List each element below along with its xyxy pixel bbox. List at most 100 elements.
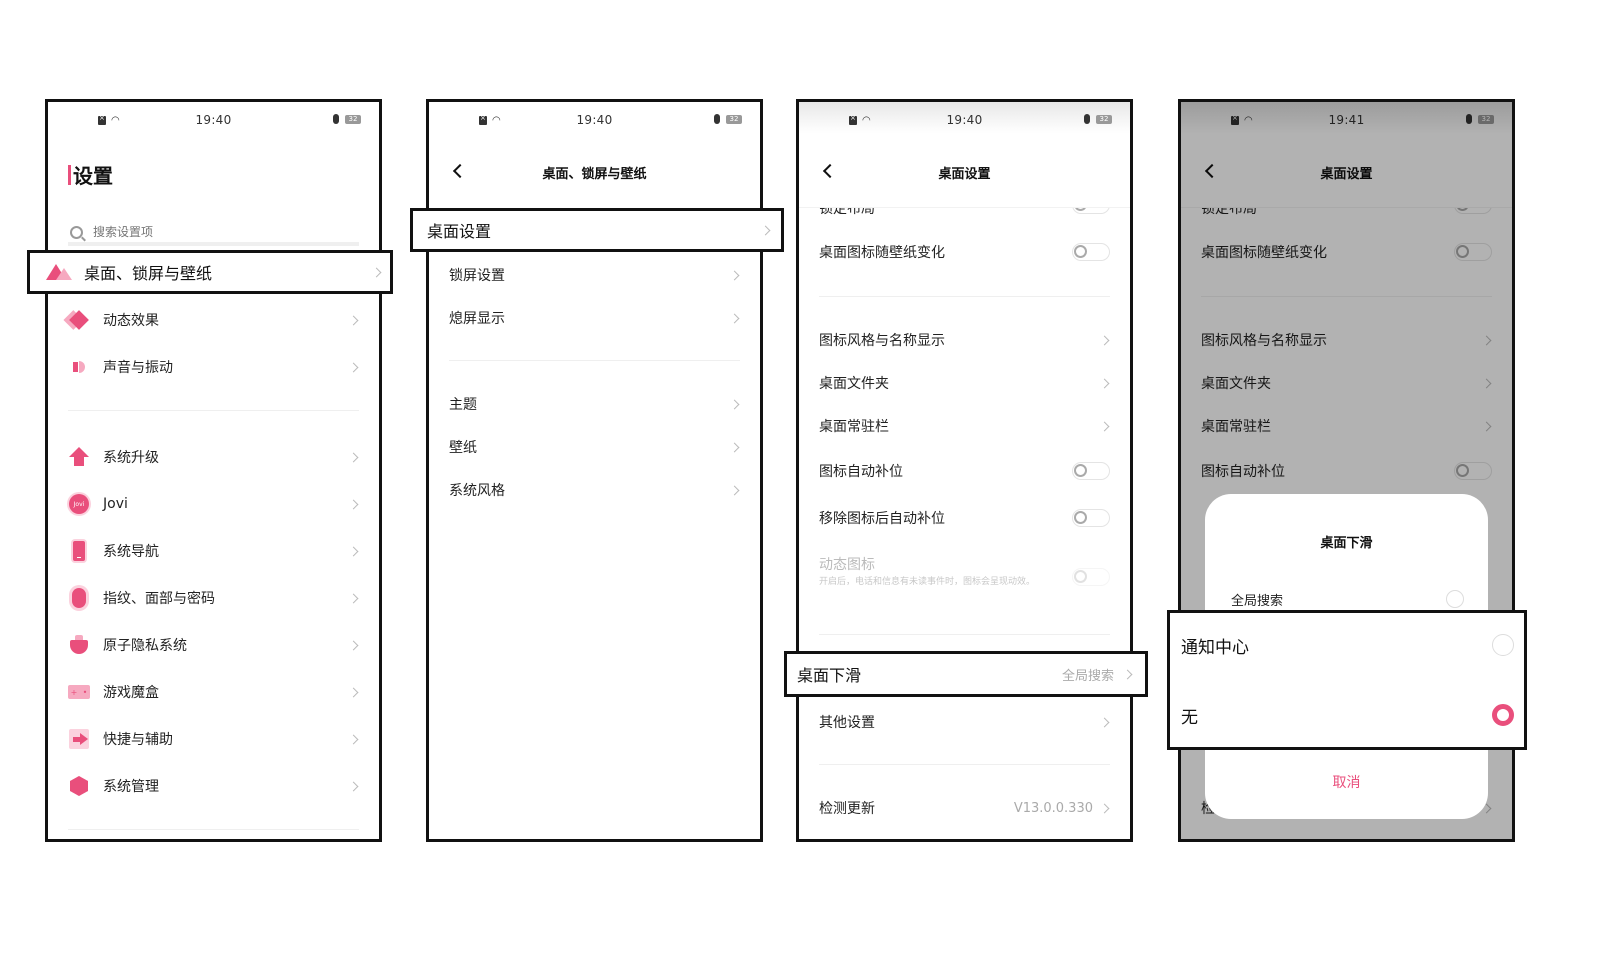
menu-item-game-box[interactable]: 游戏魔盒 <box>68 672 361 712</box>
back-arrow-icon[interactable] <box>452 163 468 179</box>
chevron-right-icon <box>1122 669 1133 679</box>
menu-item-label: 系统导航 <box>103 544 159 560</box>
divider <box>819 634 1110 635</box>
status-time: 19:41 <box>1328 113 1365 127</box>
phone-screen-desktop-settings: ◠ 19:40 32 桌面设置 锁定布局 桌面图标随壁纸变化 图标风格与名称显示… <box>796 99 1133 842</box>
sim-icon <box>1231 114 1239 125</box>
shield-icon <box>68 634 90 656</box>
row-label: 桌面常驻栏 <box>819 419 889 435</box>
chevron-right-icon <box>729 270 740 280</box>
nav-title: 桌面设置 <box>938 166 991 182</box>
status-time: 19:40 <box>576 113 613 127</box>
search-input[interactable] <box>93 225 359 239</box>
phone-screen-settings: ◠ 19:40 32 设置 动态效果 声音与振动 系统升级 Jovi Jovi … <box>45 99 382 842</box>
menu-item-privacy[interactable]: 原子隐私系统 <box>68 625 361 665</box>
chevron-right-icon <box>1099 421 1110 431</box>
option-notification-center[interactable]: 通知中心 <box>1170 613 1524 677</box>
row-icon-follow-wallpaper[interactable]: 桌面图标随壁纸变化 <box>1201 232 1492 272</box>
row-partial-lock-layout[interactable]: 锁定布局 <box>1201 206 1492 218</box>
row-auto-fill-after-remove[interactable]: 移除图标后自动补位 <box>819 498 1110 538</box>
row-desktop-folder[interactable]: 桌面文件夹 <box>1201 363 1492 403</box>
menu-item-shortcuts[interactable]: 快捷与辅助 <box>68 719 361 759</box>
chevron-right-icon <box>1099 378 1110 388</box>
dialog-title: 桌面下滑 <box>1320 536 1373 551</box>
row-dock[interactable]: 桌面常驻栏 <box>1201 406 1492 446</box>
chevron-right-icon <box>348 546 359 556</box>
toggle-switch[interactable] <box>1072 462 1110 480</box>
chevron-right-icon <box>729 313 740 323</box>
chevron-right-icon <box>1099 335 1110 345</box>
row-auto-fill[interactable]: 图标自动补位 <box>1201 451 1492 491</box>
option-label: 无 <box>1181 707 1198 728</box>
search-bar[interactable] <box>70 218 359 246</box>
row-label: 图标风格与名称显示 <box>819 333 945 349</box>
highlight-desktop-lockscreen-wallpaper[interactable]: 桌面、锁屏与壁纸 <box>27 250 393 294</box>
toggle-switch[interactable] <box>1454 462 1492 480</box>
menu-item-system-navigation[interactable]: 系统导航 <box>68 531 361 571</box>
toggle-switch[interactable] <box>1454 243 1492 261</box>
highlight-desktop-settings[interactable]: 桌面设置 <box>410 208 784 252</box>
mic-icon <box>1466 114 1472 124</box>
jovi-icon: Jovi <box>68 493 90 515</box>
chevron-right-icon <box>729 485 740 495</box>
row-dynamic-icon[interactable]: 动态图标 开启后，电话和信息有未读事件时，图标会呈现动效。 <box>819 554 1110 610</box>
row-icon-style[interactable]: 图标风格与名称显示 <box>1201 320 1492 360</box>
battery-icon: 32 <box>345 114 361 124</box>
title-accent-bar <box>68 164 71 185</box>
row-lockscreen-settings[interactable]: 锁屏设置 <box>449 255 740 295</box>
chevron-right-icon <box>760 225 771 235</box>
highlight-desktop-swipe-down[interactable]: 桌面下滑 全局搜索 <box>784 651 1148 697</box>
menu-item-sound[interactable]: 声音与振动 <box>68 347 361 387</box>
cancel-button[interactable]: 取消 <box>1332 775 1361 791</box>
chevron-right-icon <box>348 499 359 509</box>
status-bar: ◠ 19:41 32 <box>1181 102 1512 138</box>
sim-icon <box>849 114 857 125</box>
menu-item-fingerprint[interactable]: 指纹、面部与密码 <box>68 578 361 618</box>
search-underline <box>68 242 359 246</box>
wifi-icon: ◠ <box>862 115 871 126</box>
chevron-right-icon <box>729 442 740 452</box>
row-label: 检测更新 <box>819 801 875 817</box>
toggle-switch[interactable] <box>1072 568 1110 586</box>
menu-item-dynamic-effects[interactable]: 动态效果 <box>68 300 361 340</box>
menu-item-label: 系统管理 <box>103 779 159 795</box>
row-label: 移除图标后自动补位 <box>819 511 945 527</box>
row-partial-lock-layout[interactable]: 锁定布局 <box>819 206 1110 218</box>
menu-item-jovi[interactable]: Jovi Jovi <box>68 484 361 524</box>
toggle-switch[interactable] <box>1072 243 1110 261</box>
row-system-style[interactable]: 系统风格 <box>449 470 740 510</box>
chevron-right-icon <box>1099 717 1110 727</box>
row-auto-fill[interactable]: 图标自动补位 <box>819 451 1110 491</box>
radio-button[interactable] <box>1492 634 1514 656</box>
back-arrow-icon[interactable] <box>822 163 838 179</box>
row-theme[interactable]: 主题 <box>449 384 740 424</box>
row-label: 锁定布局 <box>819 206 875 217</box>
option-global-search[interactable]: 全局搜索 <box>1231 584 1464 614</box>
menu-item-system-management[interactable]: 系统管理 <box>68 766 361 806</box>
row-aod[interactable]: 熄屏显示 <box>449 298 740 338</box>
menu-item-label: 系统升级 <box>103 450 159 466</box>
option-none[interactable]: 无 <box>1170 683 1524 747</box>
chevron-right-icon <box>348 781 359 791</box>
row-wallpaper[interactable]: 壁纸 <box>449 427 740 467</box>
version-value: V13.0.0.330 <box>1013 800 1093 816</box>
row-dock[interactable]: 桌面常驻栏 <box>819 406 1110 446</box>
row-desktop-folder[interactable]: 桌面文件夹 <box>819 363 1110 403</box>
mountain-icon <box>46 264 72 280</box>
mic-icon <box>1084 114 1090 124</box>
row-label: 其他设置 <box>819 715 875 731</box>
divider <box>819 764 1110 765</box>
radio-button[interactable] <box>1446 590 1464 608</box>
battery-icon: 32 <box>1096 114 1112 124</box>
menu-item-system-upgrade[interactable]: 系统升级 <box>68 437 361 477</box>
mic-icon <box>714 114 720 124</box>
nav-bar: 桌面设置 <box>1181 152 1512 192</box>
row-other-settings[interactable]: 其他设置 <box>819 702 1110 742</box>
row-icon-follow-wallpaper[interactable]: 桌面图标随壁纸变化 <box>819 232 1110 272</box>
row-icon-style[interactable]: 图标风格与名称显示 <box>819 320 1110 360</box>
toggle-switch[interactable] <box>1072 509 1110 527</box>
radio-button-selected[interactable] <box>1492 704 1514 726</box>
wifi-icon: ◠ <box>492 115 501 126</box>
battery-icon: 32 <box>726 114 742 124</box>
row-check-update[interactable]: 检测更新 V13.0.0.330 <box>819 788 1110 828</box>
